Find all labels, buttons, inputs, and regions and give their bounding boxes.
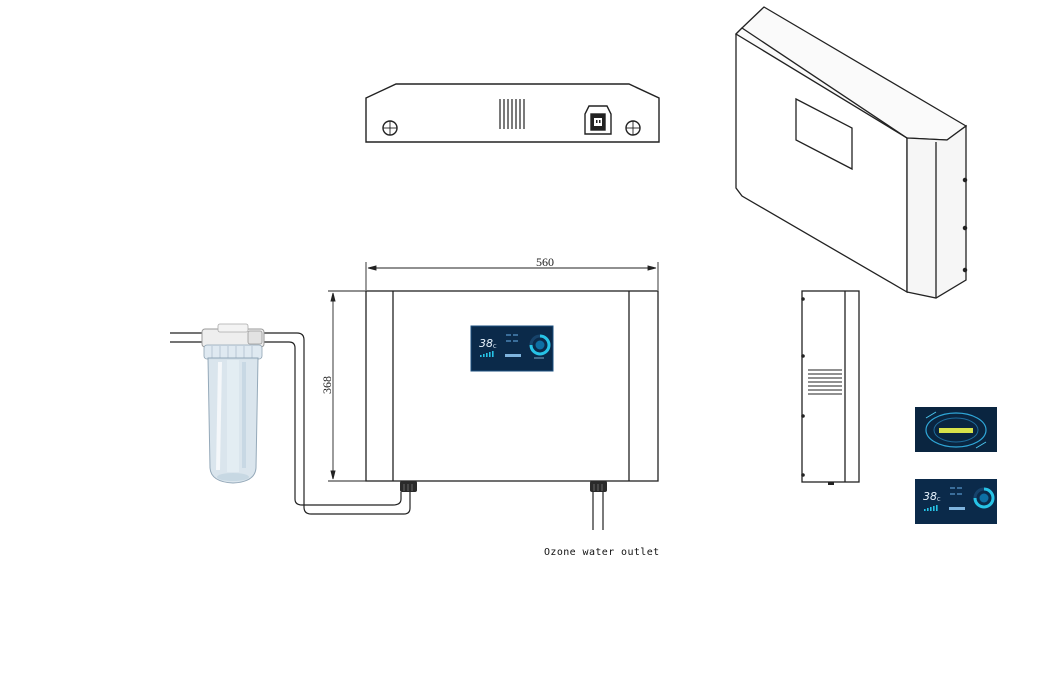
perspective-view bbox=[734, 6, 968, 299]
display-temperature: 38 bbox=[479, 337, 493, 350]
thumbnail-temperature-unit: C bbox=[937, 497, 941, 503]
display-thumbnail-startup bbox=[915, 407, 997, 452]
inlet-fitting-icon bbox=[400, 481, 417, 492]
status-indicators-icon bbox=[505, 334, 521, 357]
width-dimension bbox=[365, 262, 659, 290]
outlet-fitting-icon bbox=[590, 481, 607, 492]
display-temperature-unit: C bbox=[493, 344, 497, 350]
control-panel-display: 38 C bbox=[470, 325, 554, 372]
signal-bars-icon bbox=[480, 351, 494, 357]
side-view bbox=[801, 290, 860, 485]
thumbnail-temperature: 38 bbox=[923, 490, 937, 503]
progress-ring-icon bbox=[529, 334, 551, 356]
width-dimension-label: 560 bbox=[536, 255, 554, 269]
power-socket-icon bbox=[584, 105, 612, 135]
top-view bbox=[365, 83, 660, 143]
outlet-label: Ozone water outlet bbox=[544, 547, 660, 558]
height-dimension bbox=[328, 290, 366, 482]
outlet-pipe bbox=[592, 492, 604, 530]
water-filter bbox=[201, 323, 265, 484]
front-view: 560 368 38 C bbox=[320, 255, 659, 530]
housing-front bbox=[365, 290, 659, 482]
height-dimension-label: 368 bbox=[320, 376, 334, 394]
mounting-hole-left-icon bbox=[382, 120, 398, 136]
display-thumbnail-running: 38 C bbox=[915, 479, 997, 524]
mounting-hole-right-icon bbox=[625, 120, 641, 136]
vent-slots-icon bbox=[499, 99, 525, 129]
